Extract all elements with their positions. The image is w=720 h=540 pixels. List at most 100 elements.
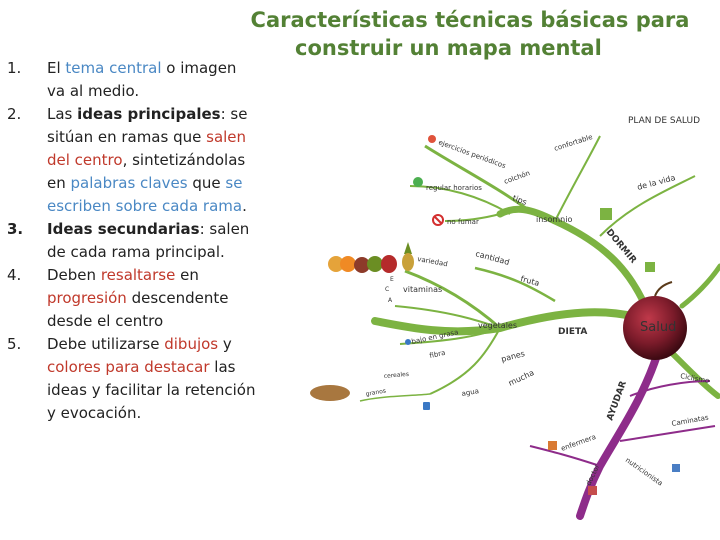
- label-vitamin-c: C: [385, 286, 389, 293]
- label-ejercicios: ejercicios periódicos: [437, 138, 507, 170]
- sub-branch-caminatas: [619, 425, 716, 442]
- sub-branch-cantidad: [474, 266, 556, 303]
- sub-branch-nofumar: [444, 213, 501, 222]
- exercise-icon: [428, 135, 436, 143]
- center-label: Salud: [640, 320, 676, 335]
- list-number: 4.: [7, 266, 22, 284]
- fruit-icons: [328, 242, 414, 273]
- label-dormir: DORMIR: [604, 228, 638, 266]
- highlight-tema-central: tema central: [65, 59, 162, 77]
- branch-dieta: [371, 308, 656, 336]
- label-nofumar: no fumar: [447, 218, 479, 226]
- characteristics-list: 1. El tema central o imagen va al medio.…: [0, 57, 258, 425]
- label-vitamin-a: A: [388, 297, 393, 304]
- label-insomnio: insomnio: [536, 215, 572, 224]
- list-number: 2.: [7, 105, 22, 123]
- fruit-icon: [340, 256, 356, 272]
- label-cereales: cereales: [384, 371, 410, 380]
- sub-branch-vitaminas: [394, 305, 501, 329]
- mind-map-svg: PLAN DE SALUD Salud DIETA DORMIR AYUDAR …: [310, 116, 720, 520]
- label-tips: tips: [511, 193, 528, 206]
- list-item-2: 2. Las ideas principales: se sitúan en r…: [0, 103, 258, 218]
- apple-stem: [654, 281, 673, 297]
- list-item-4: 4. Deben resaltarse en progresión descen…: [0, 264, 258, 333]
- text-run: Deben: [47, 266, 101, 284]
- bold-ideas-secundarias: Ideas secundarias: [47, 220, 200, 238]
- bullet-icon: [405, 339, 411, 345]
- label-nutricionista: nutricionista: [624, 456, 664, 488]
- label-vitaminas: vitaminas: [403, 285, 442, 294]
- sub-branch-agua: [429, 327, 501, 395]
- list-number: 1.: [7, 59, 22, 77]
- bold-ideas-principales: ideas principales: [77, 105, 221, 123]
- bread-icon: [310, 385, 350, 401]
- text-run: Debe utilizarse: [47, 335, 165, 353]
- text-run: en: [175, 266, 199, 284]
- label-mucha: mucha: [507, 368, 536, 388]
- sub-branch-regular: [409, 185, 511, 215]
- text-run: .: [242, 197, 247, 215]
- pineapple-icon: [402, 253, 414, 271]
- sleep-icon: [645, 262, 655, 272]
- highlight-salen-del-centro: salen del centro: [47, 128, 247, 169]
- label-caminatas: Caminatas: [671, 414, 710, 428]
- branch-dormir: [496, 205, 656, 326]
- nutritionist-icon: [672, 464, 680, 472]
- label-agua: agua: [461, 387, 480, 398]
- label-cantidad: cantidad: [474, 249, 510, 267]
- sub-branch-colchon: [554, 135, 601, 222]
- sub-branch-vida: [599, 175, 696, 237]
- text-run: descendente desde el centro: [47, 289, 229, 330]
- slide-title: Características técnicas básicas para co…: [235, 6, 705, 62]
- list-number: 3.: [7, 220, 24, 238]
- sub-branch-ejercicios: [424, 144, 531, 213]
- label-enfermera: enfermera: [560, 433, 597, 453]
- text-run: que: [187, 174, 226, 192]
- label-dieta: DIETA: [558, 327, 587, 337]
- fruit-icon: [354, 257, 370, 273]
- text-run: Las: [47, 105, 78, 123]
- text-run: : se sitúan en ramas que: [47, 105, 248, 146]
- nurse-icon: [548, 441, 557, 450]
- map-header: PLAN DE SALUD: [628, 116, 700, 126]
- label-granos: granos: [365, 388, 386, 398]
- pineapple-icon: [404, 242, 412, 254]
- highlight-progresion: progresión: [47, 289, 127, 307]
- fruit-icon: [381, 255, 397, 273]
- list-item-5: 5. Debe utilizarse dibujos y colores par…: [0, 333, 258, 425]
- title-line-1: Características técnicas básicas para: [250, 8, 690, 32]
- highlight-palabras-claves: palabras claves: [70, 174, 188, 192]
- label-colchon: colchón: [503, 169, 531, 186]
- fruit-icon: [328, 256, 344, 272]
- bed-icon: [600, 208, 612, 220]
- sub-branch-enfermera: [529, 445, 601, 467]
- sub-branch-granos: [359, 393, 431, 402]
- highlight-resaltarse: resaltarse: [100, 266, 176, 284]
- list-item-1: 1. El tema central o imagen va al medio.: [0, 57, 258, 103]
- branch-right: [667, 348, 720, 399]
- highlight-escriben-rama: se escriben sobre cada rama: [47, 174, 243, 215]
- doctor-icon: [588, 486, 597, 495]
- label-regular: regular horarios: [426, 184, 482, 192]
- list-item-3: 3. Ideas secundarias: salen de cada rama…: [0, 218, 258, 264]
- label-vitamin-e: E: [390, 276, 394, 283]
- label-fibra: fibra: [429, 349, 446, 360]
- text-run: y: [218, 335, 232, 353]
- clock-icon: [413, 177, 423, 187]
- highlight-colores: colores para destacar: [47, 358, 210, 376]
- fruit-icon: [367, 256, 383, 272]
- mind-map-image: PLAN DE SALUD Salud DIETA DORMIR AYUDAR …: [300, 96, 720, 540]
- branch-right-upper: [679, 263, 720, 309]
- list-number: 5.: [7, 335, 22, 353]
- label-panes: panes: [500, 349, 526, 364]
- label-vegetales: vegetales: [478, 321, 517, 330]
- title-line-2: construir un mapa mental: [295, 36, 602, 60]
- label-variedad: variedad: [417, 255, 449, 268]
- branch-ayudar: [576, 342, 664, 520]
- no-smoking-icon: [433, 215, 443, 225]
- sub-branch-variedad: [404, 269, 501, 330]
- highlight-dibujos: dibujos: [164, 335, 219, 353]
- text-run: : salen de cada rama principal.: [47, 220, 250, 261]
- apple-center-image: [623, 296, 687, 360]
- no-smoking-icon: [432, 214, 444, 226]
